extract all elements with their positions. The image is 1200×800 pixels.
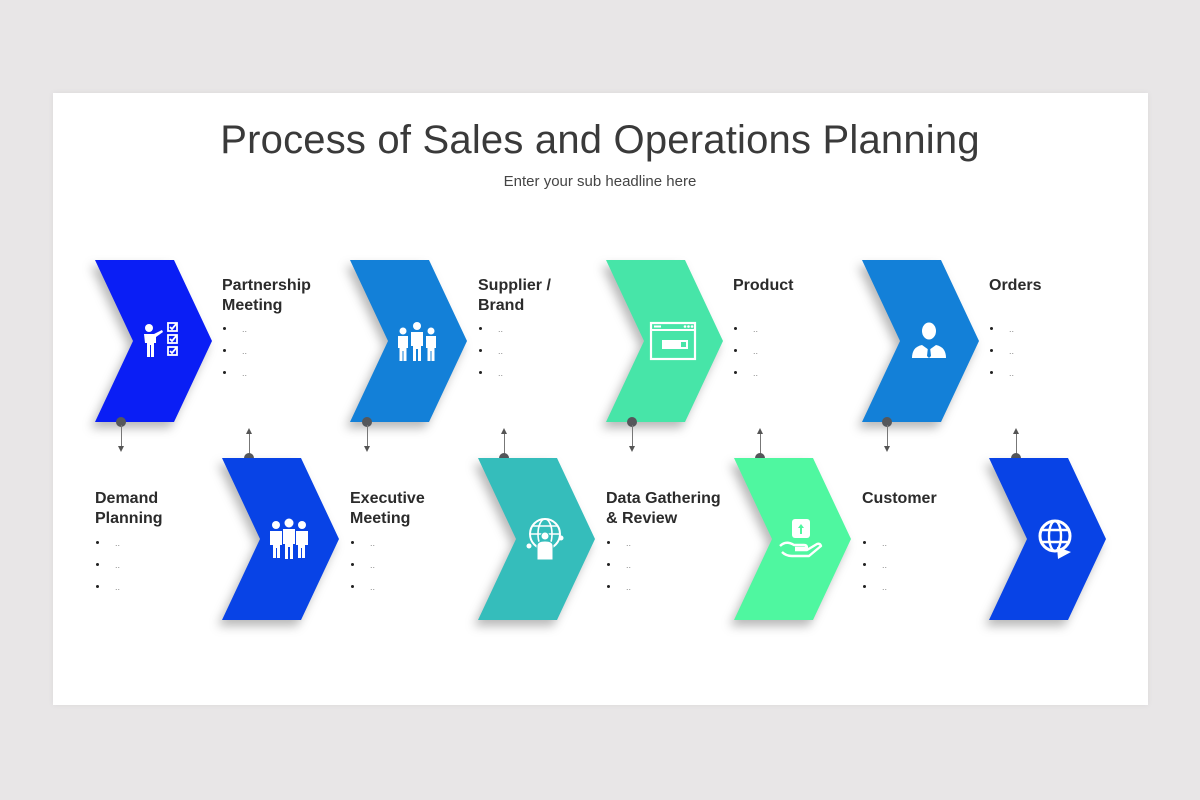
bullet-item: .. — [222, 322, 302, 344]
connector-down — [361, 417, 373, 457]
bullet-item: .. — [350, 580, 430, 602]
bullet-item: .. — [733, 366, 813, 388]
connector-down — [626, 417, 638, 457]
bullet-item: .. — [733, 322, 813, 344]
connector-dot — [116, 417, 126, 427]
connector-down — [115, 417, 127, 457]
bullet-item: .. — [989, 366, 1069, 388]
step-label: Customer — [862, 490, 937, 507]
bullet-item: .. — [95, 580, 175, 602]
bullet-item: .. — [989, 322, 1069, 344]
arrow-up-icon — [757, 428, 763, 434]
chevron-supplier-brand — [350, 260, 467, 422]
connector-dot — [627, 417, 637, 427]
chevron-customer — [989, 458, 1106, 620]
chevron-partnership-meeting — [95, 260, 212, 422]
bullet-item: .. — [606, 536, 686, 558]
bullet-list: .. .. .. — [989, 322, 1069, 388]
bullet-item: .. — [606, 558, 686, 580]
arrow-down-icon — [629, 446, 635, 452]
bullet-item: .. — [478, 344, 558, 366]
bullet-list: .. .. .. — [350, 536, 430, 602]
step-label: Partnership Meeting — [222, 277, 311, 314]
bullet-item: .. — [862, 558, 942, 580]
bullet-list: .. .. .. — [95, 536, 175, 602]
arrow-down-icon — [118, 446, 124, 452]
step-label: Data Gathering & Review — [606, 490, 721, 527]
bullet-item: .. — [95, 558, 175, 580]
bullet-item: .. — [222, 366, 302, 388]
arrow-up-icon — [501, 428, 507, 434]
step-label: Orders — [989, 277, 1042, 294]
chevron-demand-planning — [222, 458, 339, 620]
arrow-down-icon — [364, 446, 370, 452]
bullet-list: .. .. .. — [733, 322, 813, 388]
step-label: Product — [733, 277, 794, 294]
step-label: Demand Planning — [95, 490, 163, 527]
team-icon — [270, 518, 308, 559]
chevron-data-gathering — [734, 458, 851, 620]
bullet-item: .. — [478, 366, 558, 388]
bullet-item: .. — [733, 344, 813, 366]
bullet-list: .. .. .. — [606, 536, 686, 602]
arrow-up-icon — [246, 428, 252, 434]
globe-arrow-icon — [1038, 519, 1072, 559]
bullet-list: .. .. .. — [222, 322, 302, 388]
bullet-item: .. — [862, 536, 942, 558]
bullet-list: .. .. .. — [862, 536, 942, 602]
chevron-executive-meeting — [478, 458, 595, 620]
presenter-checklist-icon — [144, 322, 178, 357]
page-subtitle: Enter your sub headline here — [503, 173, 697, 190]
bullet-item: .. — [989, 344, 1069, 366]
bullet-item: .. — [95, 536, 175, 558]
page-title: Process of Sales and Operations Planning — [220, 118, 980, 162]
step-label: Supplier / Brand — [478, 277, 551, 314]
businessman-icon — [912, 322, 946, 358]
bullet-list: .. .. .. — [478, 322, 558, 388]
bullet-item: .. — [478, 322, 558, 344]
bullet-item: .. — [350, 536, 430, 558]
connector-dot — [362, 417, 372, 427]
chevron-product — [606, 260, 723, 422]
arrow-up-icon — [1013, 428, 1019, 434]
browser-window-icon — [649, 321, 697, 361]
bullet-item: .. — [862, 580, 942, 602]
bullet-item: .. — [350, 558, 430, 580]
connector-down — [881, 417, 893, 457]
bullet-item: .. — [606, 580, 686, 602]
arrow-down-icon — [884, 446, 890, 452]
global-person-icon — [526, 518, 564, 561]
bullet-item: .. — [222, 344, 302, 366]
people-group-icon — [398, 322, 436, 361]
connector-dot — [882, 417, 892, 427]
chevron-orders — [862, 260, 979, 422]
step-label: Executive Meeting — [350, 490, 425, 527]
hand-box-icon — [779, 519, 823, 558]
